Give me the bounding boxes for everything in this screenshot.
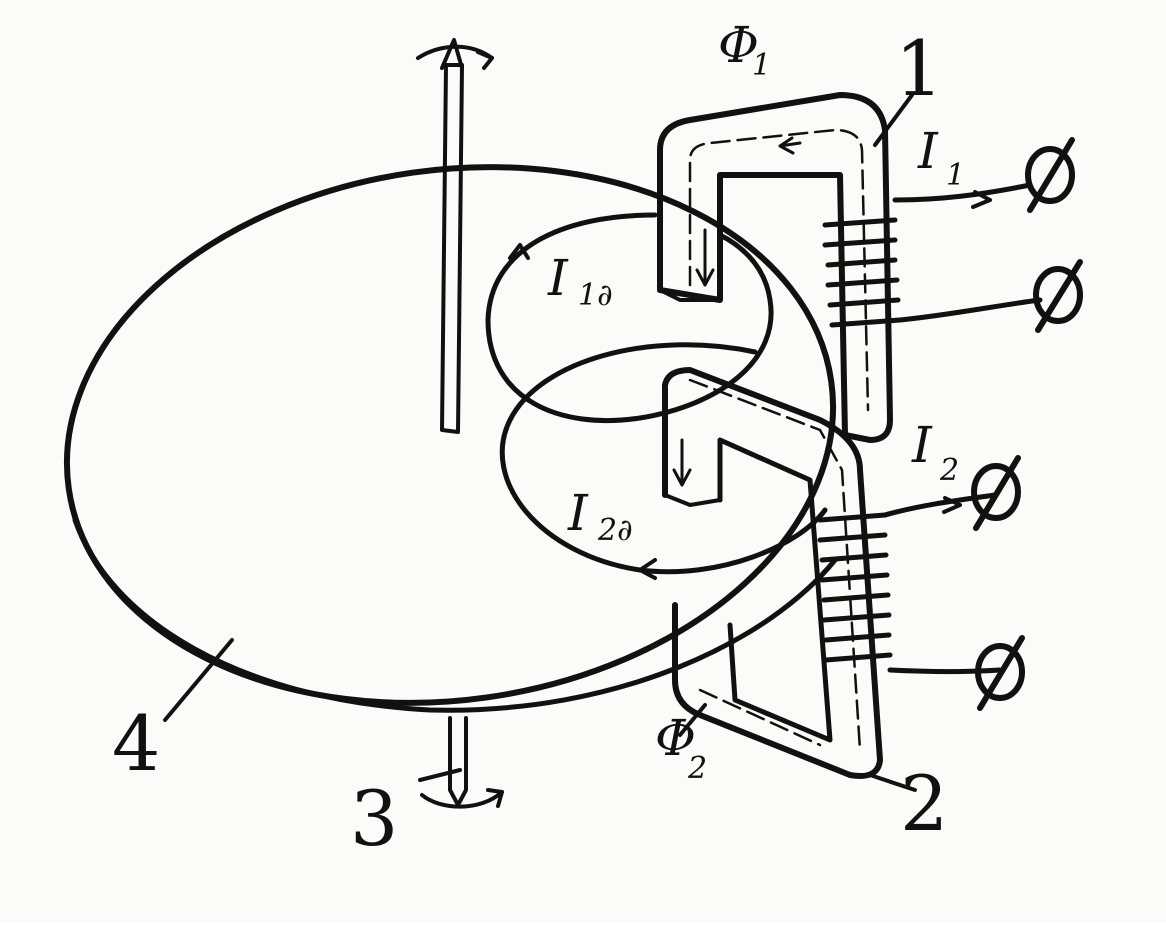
label-part-4: 4	[112, 699, 160, 788]
label-flux-2: Φ	[655, 709, 696, 767]
phi-terminal-icon	[1033, 259, 1083, 333]
disk	[63, 164, 838, 713]
label-current-2-sub: 2	[939, 453, 959, 488]
label-flux-1: Φ	[718, 16, 759, 74]
lower-coil	[817, 492, 1003, 674]
label-part-1: 1	[895, 24, 943, 113]
phi-terminal-icon	[971, 455, 1021, 531]
label-eddy-2: I	[567, 484, 589, 542]
label-current-1: I	[917, 122, 939, 180]
eddy-loop-2	[499, 342, 828, 580]
label-part-3: 3	[350, 774, 398, 863]
upper-coil	[822, 182, 1043, 328]
eddy-loop-1	[485, 212, 774, 424]
phi-terminal-icon	[1025, 137, 1075, 213]
phi-terminal-icon	[975, 635, 1025, 711]
leader-lines	[163, 93, 917, 792]
label-part-2: 2	[900, 759, 948, 848]
current-arrows	[942, 190, 992, 514]
label-eddy-1-sub: 1∂	[578, 278, 613, 313]
label-flux-2-sub: 2	[687, 751, 707, 786]
label-eddy-1: I	[547, 249, 569, 307]
label-flux-1-sub: 1	[752, 48, 771, 83]
label-current-1-sub: 1	[946, 158, 965, 193]
label-eddy-2-sub: 2∂	[597, 513, 633, 548]
spindle	[416, 38, 504, 809]
lower-magnet-core	[662, 367, 883, 779]
label-current-2: I	[911, 416, 933, 474]
upper-magnet-core	[657, 92, 893, 443]
